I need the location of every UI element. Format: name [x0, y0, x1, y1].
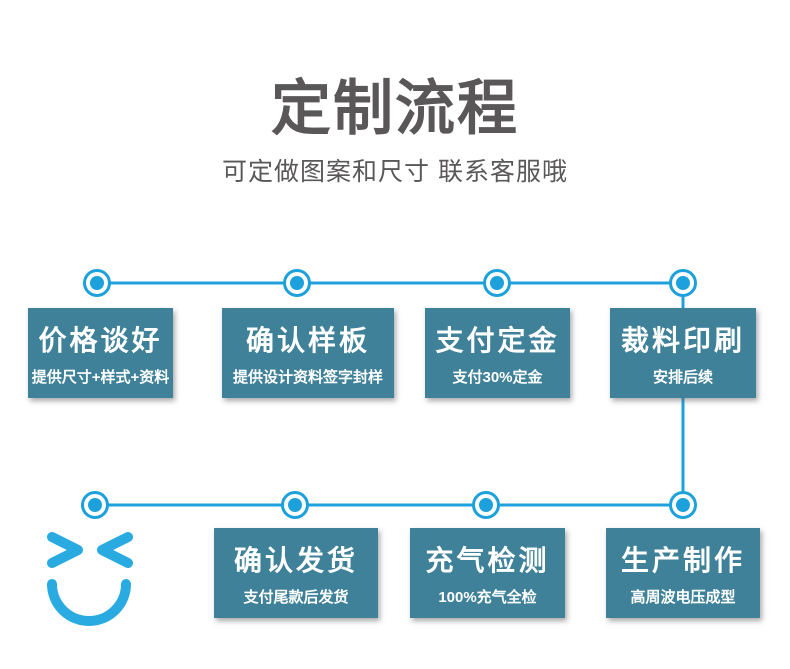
- step-subtitle: 支付30%定金: [452, 369, 543, 386]
- step-title: 充气检测: [425, 545, 550, 576]
- page-title: 定制流程: [271, 75, 519, 142]
- smiley-mouth: [47, 579, 131, 626]
- timeline-node: [669, 491, 697, 519]
- step-title: 裁料印刷: [620, 325, 745, 356]
- page-subtitle: 可定做图案和尺寸 联系客服哦: [222, 158, 568, 186]
- step-subtitle: 提供尺寸+样式+资料: [31, 369, 170, 386]
- timeline-node: [669, 269, 697, 297]
- step-subtitle: 100%充气全检: [438, 589, 537, 606]
- smiley-face-icon: [47, 532, 133, 626]
- step-box-confirm-shipment: 确认发货 支付尾款后发货: [214, 528, 378, 618]
- timeline-node: [83, 269, 111, 297]
- step-box-inflation-test: 充气检测 100%充气全检: [410, 528, 565, 618]
- timeline-node: [281, 491, 309, 519]
- header: 定制流程 可定做图案和尺寸 联系客服哦: [0, 0, 790, 188]
- step-box-price-agreed: 价格谈好 提供尺寸+样式+资料: [28, 308, 173, 398]
- step-subtitle: 高周波电压成型: [630, 589, 736, 606]
- step-title: 确认样板: [245, 325, 370, 356]
- step-title: 生产制作: [620, 545, 745, 576]
- step-box-pay-deposit: 支付定金 支付30%定金: [425, 308, 570, 398]
- step-subtitle: 安排后续: [652, 369, 713, 386]
- timeline-node: [483, 269, 511, 297]
- timeline-node: [472, 491, 500, 519]
- step-box-production: 生产制作 高周波电压成型: [606, 528, 760, 618]
- timeline-node: [283, 269, 311, 297]
- smiley-right-eye: [97, 532, 133, 568]
- timeline-node: [81, 491, 109, 519]
- step-title: 支付定金: [435, 325, 560, 356]
- step-title: 价格谈好: [38, 325, 163, 356]
- step-title: 确认发货: [233, 545, 358, 576]
- step-box-cut-print: 裁料印刷 安排后续: [610, 308, 756, 398]
- step-box-confirm-sample: 确认样板 提供设计资料签字封样: [222, 308, 394, 398]
- smiley-left-eye: [47, 532, 83, 568]
- step-subtitle: 支付尾款后发货: [243, 589, 349, 606]
- step-subtitle: 提供设计资料签字封样: [232, 369, 383, 386]
